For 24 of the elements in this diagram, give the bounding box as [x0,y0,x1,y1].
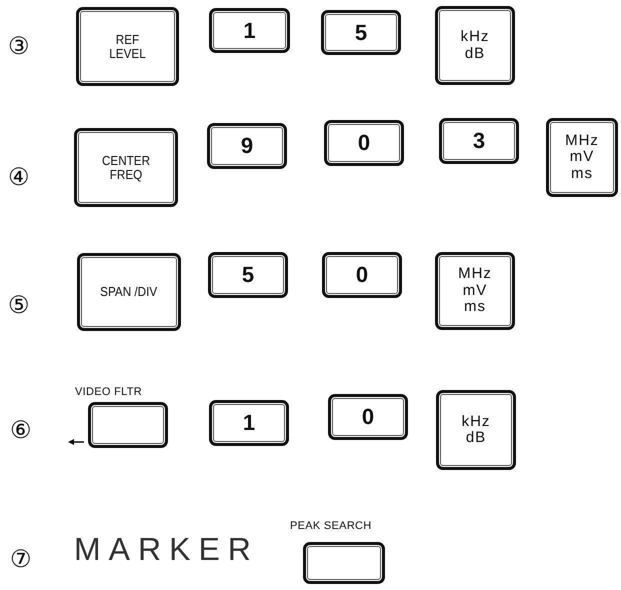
number-key: 5 [321,10,401,55]
function-key: REF LEVEL [76,7,179,86]
step-number: ⑦ [10,547,32,571]
unit-key: kHz dB [435,6,515,85]
number-key: 0 [324,120,404,166]
number-key: 9 [207,123,287,169]
function-key: CENTER FREQ [74,128,178,207]
number-key: 0 [322,252,402,298]
unit-key: MHz mV ms [435,252,515,330]
unit-key: kHz dB [436,390,516,470]
marker-heading: MARKER [74,533,259,565]
unit-key: MHz mV ms [546,118,618,197]
key-label: PEAK SEARCH [290,520,372,532]
function-key: SPAN /DIV [77,253,181,331]
number-key: 1 [209,400,289,446]
key-label: VIDEO FLTR [75,386,142,398]
number-key: 5 [208,252,288,298]
number-key: 0 [328,394,408,440]
step-number: ④ [8,165,30,189]
step-number: ⑤ [8,293,30,317]
step-number: ⑥ [10,418,32,442]
number-key: 3 [439,118,519,164]
number-key: 1 [209,8,290,53]
step-number: ③ [8,34,30,58]
